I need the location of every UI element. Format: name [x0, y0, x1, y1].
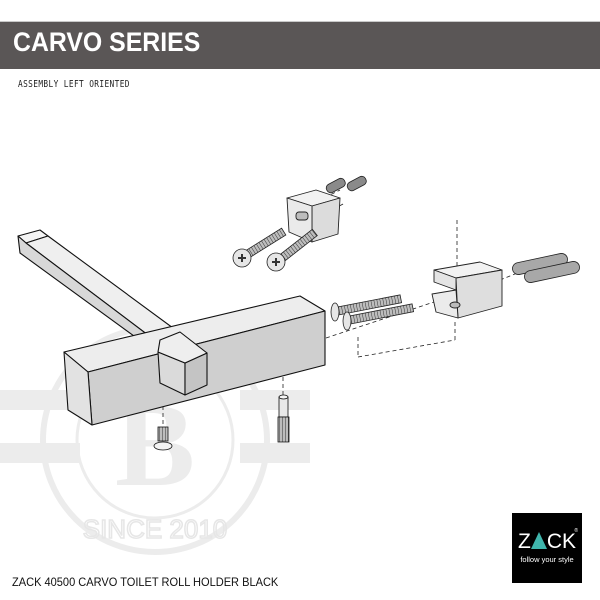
logo-tagline: follow your style [520, 555, 574, 564]
wall-plugs-small [325, 175, 367, 194]
set-screw [153, 426, 173, 451]
logo-wordmark: Z CK [512, 530, 582, 554]
logo-letters-ck: CK [546, 530, 576, 553]
wall-plugs-large [512, 253, 580, 283]
wall-bracket-large [431, 261, 503, 319]
logo-letter-z: Z [517, 530, 531, 553]
page-title: CARVO SERIES [13, 27, 201, 57]
base-bar [63, 295, 326, 426]
zack-logo: Z CK ® follow your style [512, 513, 582, 583]
header-band: CARVO SERIES [0, 21, 600, 69]
logo-triangle-icon [530, 532, 547, 549]
product-caption: ZACK 40500 CARVO TOILET ROLL HOLDER BLAC… [12, 575, 279, 589]
wall-bracket-small [286, 189, 341, 243]
registered-mark: ® [574, 528, 578, 534]
threaded-dowel [277, 394, 290, 443]
assembly-subtitle: ASSEMBLY LEFT ORIENTED [18, 79, 130, 90]
mounting-screws-small [232, 227, 318, 272]
mounting-screws-large [330, 294, 415, 331]
